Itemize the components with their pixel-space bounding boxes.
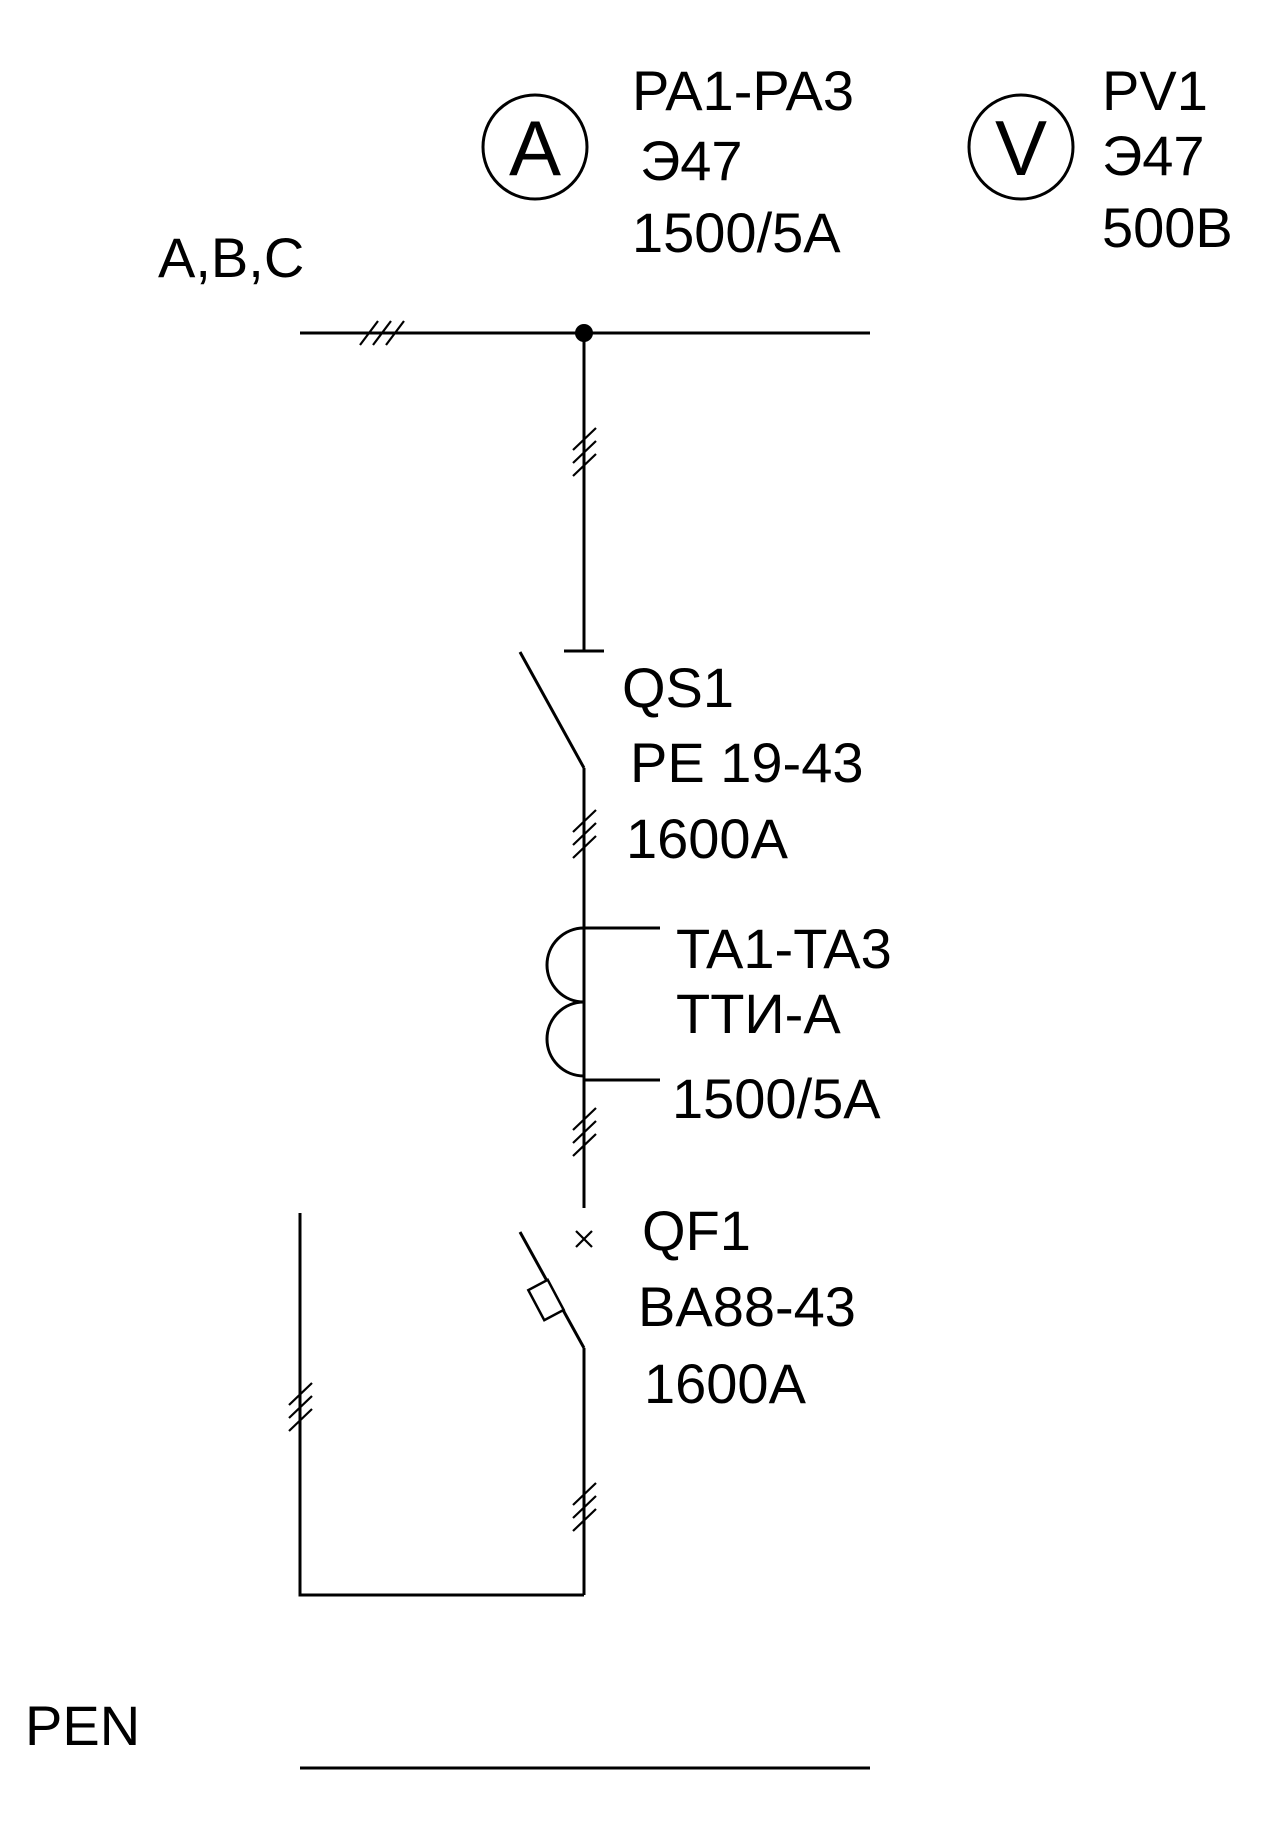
breaker-type: BA88-43 (638, 1275, 856, 1338)
ammeter-ratio: 1500/5A (632, 201, 841, 264)
ct-designation: TA1-TA3 (676, 917, 892, 980)
disconnector-rating: 1600A (626, 807, 789, 870)
voltmeter-glyph: V (995, 104, 1047, 192)
ammeter-glyph: A (509, 104, 561, 192)
disconnector-type: PE 19-43 (630, 731, 864, 794)
disconnector-qs1: QS1 PE 19-43 1600A (518, 649, 864, 1208)
feeder-upper-three-phase-marks (572, 427, 597, 477)
voltmeter-designation: PV1 (1102, 59, 1208, 122)
voltmeter: V PV1 Э47 500B (967, 59, 1233, 259)
ammeter: A PA1-PA3 Э47 1500/5A (481, 59, 854, 264)
ct-coil-lower (545, 1000, 585, 1078)
breaker-release (526, 1278, 566, 1322)
ammeter-designation: PA1-PA3 (632, 59, 854, 122)
ammeter-type: Э47 (640, 129, 743, 192)
ct-type: TTИ-A (676, 982, 841, 1045)
voltmeter-type: Э47 (1102, 124, 1205, 187)
breaker-rating: 1600A (644, 1352, 807, 1415)
ct-three-phase-marks (572, 1107, 597, 1157)
ammeter-circle (481, 93, 589, 201)
return-loop-three-phase-marks (288, 1382, 313, 1432)
bus-abc-label: A,B,C (158, 226, 304, 289)
disconnector-blade (518, 651, 586, 769)
feeder-upper (572, 333, 597, 650)
breaker-three-phase-marks (572, 1482, 597, 1532)
voltmeter-rating: 500B (1102, 196, 1233, 259)
return-loop (288, 1213, 584, 1597)
current-transformer: TA1-TA3 TTИ-A 1500/5A (545, 917, 892, 1157)
ct-coil-upper (545, 926, 585, 1004)
bus-pen-label: PEN (25, 1694, 140, 1757)
circuit-breaker-qf1: QF1 BA88-43 1600A (518, 1199, 856, 1595)
bus-abc-three-phase-marks (359, 320, 405, 346)
voltmeter-circle (967, 93, 1075, 201)
breaker-designation: QF1 (642, 1199, 751, 1262)
ct-ratio: 1500/5A (672, 1067, 881, 1130)
disconnector-three-phase-marks (572, 809, 597, 859)
disconnector-designation: QS1 (622, 656, 734, 719)
breaker-cross-mark (575, 1230, 593, 1248)
bus-pen: PEN (25, 1694, 870, 1770)
